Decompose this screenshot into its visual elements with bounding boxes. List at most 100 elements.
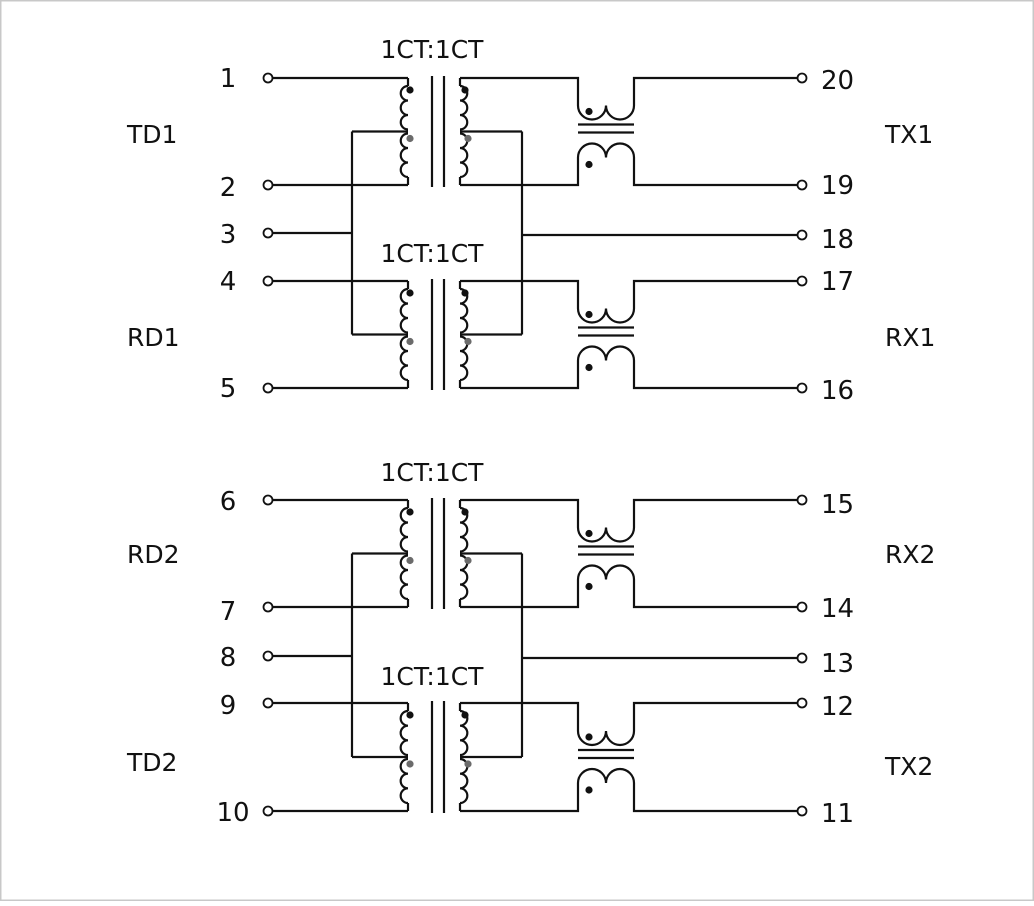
- primary-winding: [399, 554, 409, 601]
- secondary-lead: [460, 579, 580, 609]
- pin-terminal-11: [796, 805, 808, 817]
- polarity-dot: [585, 582, 593, 591]
- output-lead: [632, 76, 800, 106]
- signal-label-tx1: TX1: [884, 120, 933, 149]
- polarity-dot: [585, 107, 593, 116]
- output-lead: [632, 157, 800, 187]
- pin-terminal-1: [262, 72, 274, 84]
- choke-winding: [576, 730, 636, 747]
- secondary-lead: [460, 76, 580, 106]
- primary-winding: [399, 506, 409, 553]
- signal-label-rx2: RX2: [885, 540, 935, 569]
- stage-3: [268, 498, 800, 609]
- pin-terminal-14: [796, 601, 808, 613]
- pin-terminal-20: [796, 72, 808, 84]
- pin-label-4: 4: [220, 267, 237, 297]
- pin-terminal-18: [796, 229, 808, 241]
- polarity-dot: [585, 160, 593, 169]
- secondary-lead: [460, 783, 580, 813]
- pin-terminal-12: [796, 697, 808, 709]
- choke-winding: [576, 527, 636, 543]
- pin-terminal-5: [262, 382, 274, 394]
- secondary-winding: [459, 709, 469, 757]
- pin-terminal-16: [796, 382, 808, 394]
- pin-label-17: 17: [821, 267, 854, 297]
- secondary-lead: [460, 279, 580, 309]
- polarity-dot: [406, 711, 414, 719]
- pin-label-15: 15: [821, 490, 854, 520]
- pin-terminal-4: [262, 275, 274, 287]
- choke-winding: [576, 564, 636, 580]
- center-tap-buses: [268, 131, 800, 757]
- secondary-lead: [460, 701, 580, 731]
- output-lead: [632, 783, 800, 813]
- polarity-dot: [461, 86, 469, 94]
- pin-label-10: 10: [216, 798, 249, 828]
- signal-label-tx2: TX2: [884, 752, 933, 781]
- transformer-3-ratio: 1CT:1CT: [381, 458, 485, 487]
- polarity-dot: [406, 760, 414, 768]
- stage-4: [268, 701, 800, 813]
- polarity-dot: [406, 337, 414, 346]
- polarity-dot: [464, 556, 472, 565]
- choke-winding: [576, 308, 636, 324]
- secondary-lead: [460, 498, 580, 528]
- primary-winding: [399, 335, 409, 382]
- polarity-dot: [406, 86, 414, 94]
- pin-terminal-9: [262, 697, 274, 709]
- polarity-dot: [585, 733, 593, 741]
- wiring: [268, 76, 800, 813]
- polarity-dot: [464, 134, 472, 143]
- output-lead: [632, 498, 800, 528]
- signal-label-rd1: RD1: [127, 323, 180, 352]
- choke-winding: [576, 105, 636, 121]
- pin-label-5: 5: [220, 374, 237, 404]
- pin-terminals: [262, 72, 808, 817]
- pin-terminal-6: [262, 494, 274, 506]
- primary-winding: [399, 132, 409, 179]
- transformer-2-ratio: 1CT:1CT: [381, 239, 485, 268]
- pin-label-7: 7: [220, 597, 237, 627]
- polarity-dot: [406, 508, 414, 516]
- polarity-dot: [406, 556, 414, 565]
- pin-terminal-15: [796, 494, 808, 506]
- pin-label-3: 3: [220, 220, 237, 250]
- choke-winding: [576, 142, 636, 158]
- polarity-dot: [461, 711, 469, 719]
- polarity-dot: [461, 289, 469, 297]
- stage-1: [268, 76, 800, 187]
- pin-label-18: 18: [821, 225, 854, 255]
- polarity-dot: [585, 363, 593, 372]
- pin-terminal-2: [262, 179, 274, 191]
- pin-terminal-17: [796, 275, 808, 287]
- secondary-lead: [460, 157, 580, 187]
- pin-label-1: 1: [220, 64, 237, 94]
- pin-terminal-7: [262, 601, 274, 613]
- polarity-dot: [585, 529, 593, 538]
- pin-terminal-10: [262, 805, 274, 817]
- primary-winding: [399, 287, 409, 334]
- transformer-4-ratio: 1CT:1CT: [381, 662, 485, 691]
- polarity-dot: [585, 786, 593, 794]
- pin-terminal-8: [262, 650, 274, 662]
- signal-label-td1: TD1: [126, 120, 177, 149]
- primary-winding: [399, 757, 409, 805]
- polarity-dot: [406, 134, 414, 143]
- pin-terminal-13: [796, 652, 808, 664]
- secondary-winding: [459, 84, 469, 131]
- secondary-lead: [460, 360, 580, 390]
- pin-label-8: 8: [220, 643, 237, 673]
- pin-terminal-3: [262, 227, 274, 239]
- pin-label-13: 13: [821, 649, 854, 679]
- primary-winding: [399, 84, 409, 131]
- pin-label-2: 2: [220, 173, 237, 203]
- output-lead: [632, 360, 800, 390]
- polarity-dot: [464, 760, 472, 768]
- transformer-1-ratio: 1CT:1CT: [381, 35, 485, 64]
- signal-label-rd2: RD2: [127, 540, 180, 569]
- polarity-dot: [464, 337, 472, 346]
- polarity-dot: [406, 289, 414, 297]
